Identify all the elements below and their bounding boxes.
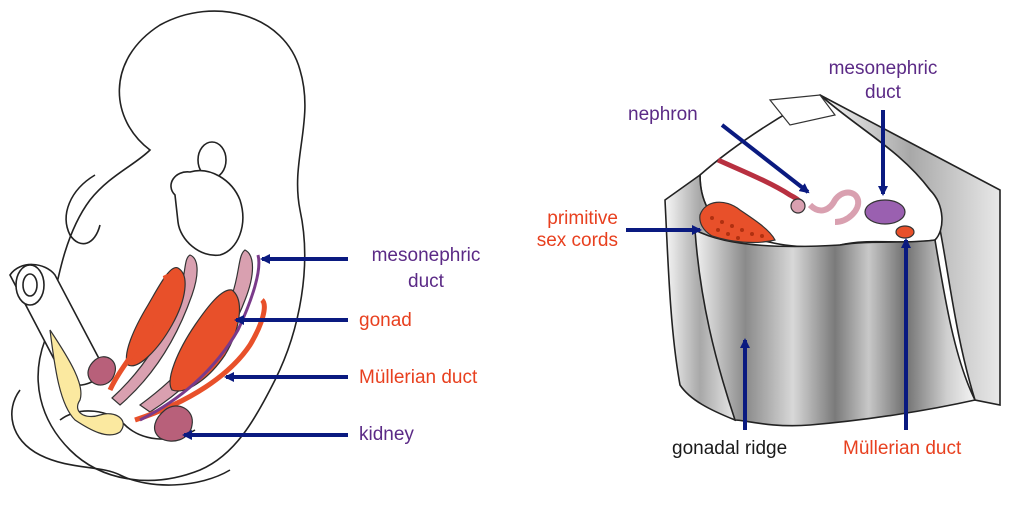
label-mesonephric-duct-right: mesonephric duct bbox=[808, 58, 958, 104]
embryo-back bbox=[65, 174, 101, 245]
embryo-lower-fold bbox=[11, 389, 231, 486]
embryo-limb-bud bbox=[170, 169, 244, 257]
label-mesonephric-line2: duct bbox=[408, 271, 444, 292]
cloaca bbox=[49, 329, 124, 436]
mesonephric-duct-section bbox=[864, 199, 906, 225]
ridge-block bbox=[664, 94, 1001, 427]
label-mesonephric-duct-left: mesonephric duct bbox=[355, 245, 497, 293]
label-mesonephric-line1: mesonephric bbox=[371, 245, 481, 266]
label-nephron: nephron bbox=[628, 104, 698, 125]
mullerian-duct-organ bbox=[134, 298, 267, 423]
right-arrows bbox=[626, 110, 911, 430]
arrow-nephron bbox=[720, 123, 810, 194]
label-mesonephric-right-line2: duct bbox=[865, 82, 901, 103]
label-primitive-line1: primitive bbox=[547, 208, 618, 229]
section-details bbox=[699, 94, 915, 244]
label-primitive-line2: sex cords bbox=[536, 230, 618, 251]
mullerian-duct-section bbox=[895, 225, 915, 239]
label-kidney: kidney bbox=[359, 424, 414, 445]
label-gonadal-ridge: gonadal ridge bbox=[672, 438, 788, 459]
label-mullerian-duct-left: Müllerian duct bbox=[359, 367, 478, 388]
label-mesonephric-right-line1: mesonephric bbox=[828, 58, 938, 79]
embryo-organs bbox=[49, 249, 267, 442]
label-mullerian-duct-right: Müllerian duct bbox=[843, 438, 962, 459]
label-gonad: gonad bbox=[359, 310, 412, 331]
label-primitive-sex-cords: primitive sex cords bbox=[518, 208, 618, 252]
left-arrows bbox=[182, 254, 348, 440]
gonadal-ridge-shape bbox=[694, 228, 977, 427]
primitive-sex-cords-organ bbox=[699, 201, 776, 244]
